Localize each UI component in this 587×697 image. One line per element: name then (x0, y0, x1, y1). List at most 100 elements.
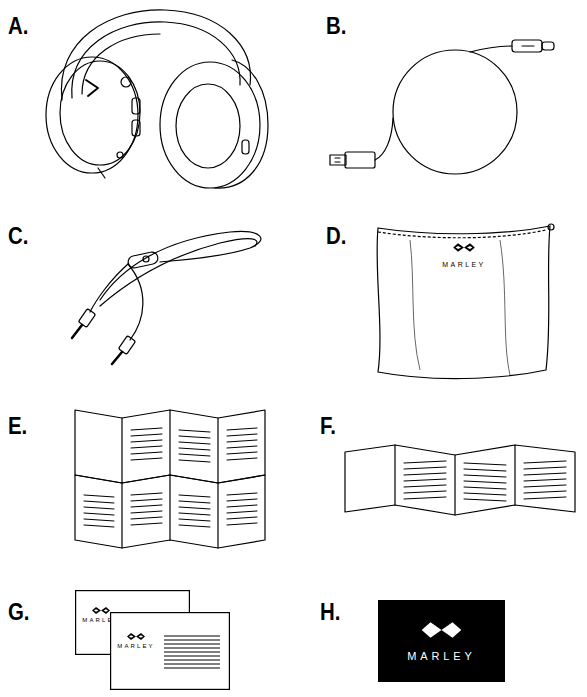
usb-cable (375, 118, 393, 160)
text-lines (227, 511, 257, 513)
text-lines (464, 487, 506, 489)
text-lines (524, 461, 566, 463)
text-lines (404, 461, 446, 463)
aux-cable (128, 264, 143, 340)
text-lines (524, 473, 566, 475)
text-lines (404, 491, 446, 493)
text-lines (131, 493, 162, 495)
text-lines (524, 467, 566, 469)
text-lines (464, 481, 506, 483)
text-lines (404, 473, 446, 475)
small-leaflet (345, 445, 575, 515)
usb-cable (330, 40, 554, 174)
text-lines (164, 648, 220, 649)
text-lines (179, 513, 210, 515)
callout-letter: C. (8, 222, 28, 250)
aux-cable (127, 251, 159, 269)
text-lines (227, 452, 257, 454)
marley-logo (92, 607, 110, 614)
info-card-shape (110, 612, 230, 690)
text-lines (164, 640, 220, 641)
text-lines (227, 517, 257, 519)
aux-cable (100, 231, 261, 300)
text-lines (84, 501, 114, 503)
headphones (86, 80, 98, 96)
text-lines (164, 664, 220, 665)
usb-cable (335, 158, 340, 162)
text-lines (179, 507, 210, 509)
text-lines (404, 479, 446, 481)
text-lines (131, 428, 162, 430)
text-lines (84, 519, 114, 521)
usb-cable (512, 40, 542, 52)
text-lines (179, 454, 210, 456)
marley-logo (453, 243, 475, 251)
pouch: MARLEY (370, 220, 558, 382)
text-lines (179, 519, 210, 521)
text-lines (164, 660, 220, 661)
headphones (132, 98, 140, 114)
callout-letter: G. (8, 598, 30, 626)
text-lines (131, 446, 162, 448)
text-lines (227, 523, 257, 525)
headphones (98, 168, 105, 178)
usb-cable (522, 45, 534, 46)
text-lines (227, 434, 257, 436)
small-leaflet (395, 445, 515, 515)
callout-letter: A. (8, 12, 28, 40)
text-lines (131, 511, 162, 513)
text-lines (227, 505, 257, 507)
text-lines (179, 436, 210, 438)
text-lines (404, 467, 446, 469)
text-lines (164, 636, 220, 637)
fold-lines (410, 240, 510, 375)
pouch-outline (377, 226, 550, 379)
text-lines (131, 523, 162, 525)
text-lines (524, 497, 566, 499)
small-leaflet (345, 445, 575, 515)
text-lines (131, 452, 162, 454)
text-lines (131, 499, 162, 501)
aux-cable (90, 264, 128, 312)
text-lines (164, 644, 220, 645)
aux-cable (143, 256, 149, 262)
text-lines (164, 668, 220, 669)
text-lines (464, 463, 506, 465)
callout-letter: H. (320, 598, 340, 626)
text-lines (227, 493, 257, 495)
badge-ground (378, 600, 505, 682)
text-lines (464, 475, 506, 477)
text-lines (84, 507, 114, 509)
text-lines (179, 501, 210, 503)
usb-cable (470, 46, 512, 52)
text-lines (179, 430, 210, 432)
usb-cable (330, 155, 346, 165)
text-lines (464, 493, 506, 495)
text-lines (131, 434, 162, 436)
text-lines (179, 442, 210, 444)
text-lines (404, 497, 446, 499)
text-lines (227, 428, 257, 430)
usb-cable (345, 152, 375, 168)
aux-cable (72, 325, 82, 338)
text-lines (464, 469, 506, 471)
text-lines (179, 495, 210, 497)
logo-badge: MARLEY (378, 600, 505, 682)
pouch-shape (370, 220, 558, 382)
usb-cable (542, 42, 554, 50)
text-lines (164, 656, 220, 657)
info-card: MARLEY (110, 612, 230, 690)
callout-letter: F. (320, 412, 336, 440)
callout-letter: D. (326, 222, 346, 250)
text-lines (464, 499, 506, 501)
headphones (160, 62, 260, 188)
text-lines (84, 495, 114, 497)
headphones (46, 10, 268, 188)
headphones (61, 10, 250, 100)
text-lines (84, 513, 114, 515)
brand-name: MARLEY (117, 643, 154, 649)
text-lines (131, 440, 162, 442)
aux-cable (72, 231, 261, 364)
aux-cable (100, 239, 257, 306)
headphones (117, 152, 123, 158)
